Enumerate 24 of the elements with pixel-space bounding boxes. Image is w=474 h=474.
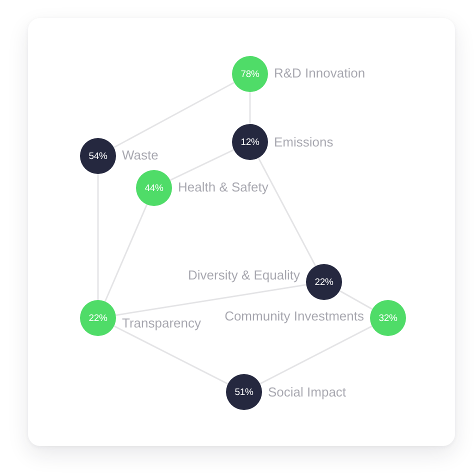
percentage-circle: 51%	[226, 374, 262, 410]
percentage-circle: 78%	[232, 56, 268, 92]
percentage-circle: 44%	[136, 170, 172, 206]
node-label: Community Investments	[224, 310, 364, 324]
connector-line	[113, 82, 235, 148]
percentage-circle: 54%	[80, 138, 116, 174]
percentage-circle: 22%	[80, 300, 116, 336]
node-label: Health & Safety	[178, 180, 268, 196]
node-label: Transparency	[122, 316, 201, 332]
node-label: R&D Innovation	[274, 66, 366, 82]
percentage-circle: 12%	[232, 124, 268, 160]
connector-line	[114, 325, 228, 385]
percentage-circle: 32%	[370, 300, 406, 336]
connector-line	[116, 284, 306, 316]
connector-line	[258, 158, 316, 266]
percentage-circle: 22%	[306, 264, 342, 300]
connector-line	[339, 290, 373, 310]
node-label: Social Impact	[268, 386, 346, 400]
node-label: Diversity & Equality	[188, 268, 300, 284]
connector-line	[260, 326, 372, 384]
connector-line	[104, 204, 148, 302]
connector-line	[170, 149, 234, 181]
node-label: Emissions	[274, 136, 334, 150]
node-label: Waste	[122, 148, 158, 164]
